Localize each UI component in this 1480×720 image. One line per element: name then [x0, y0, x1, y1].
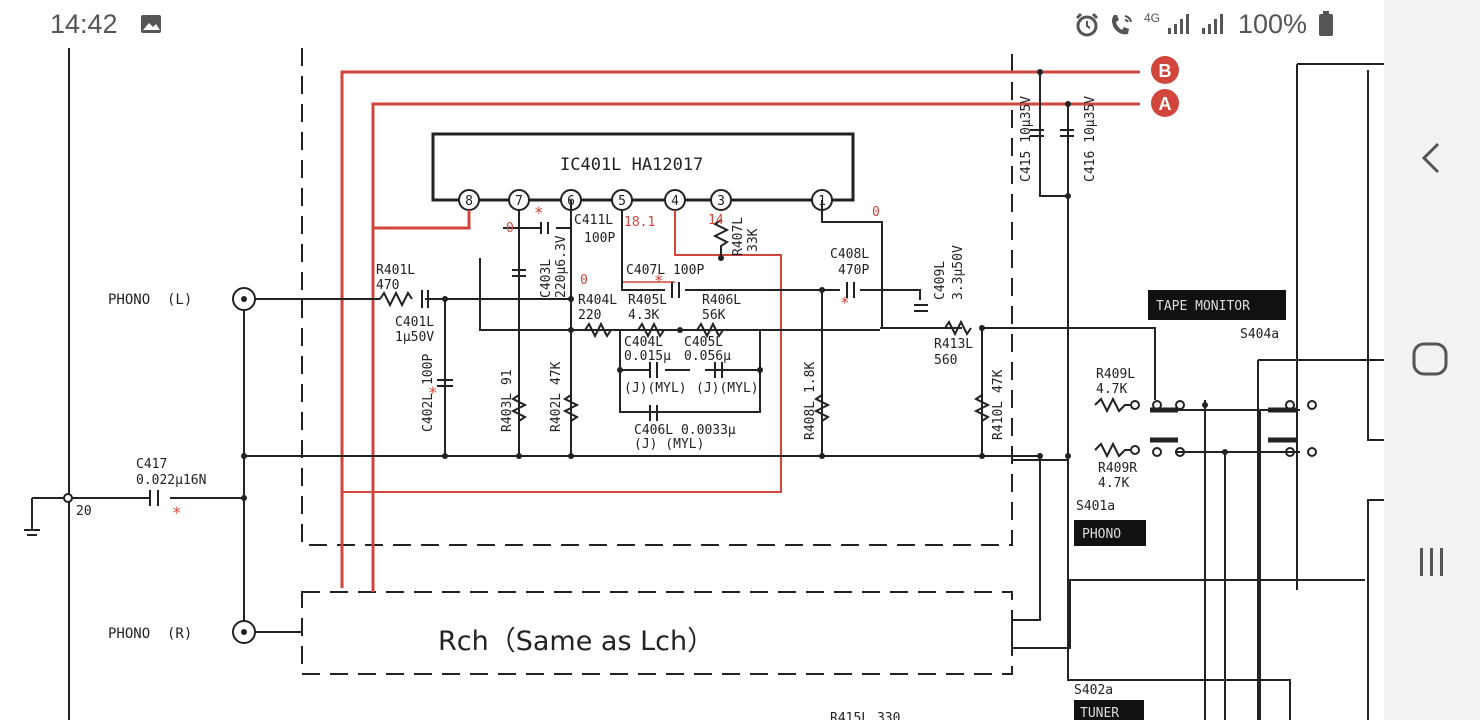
back-icon[interactable] — [1414, 140, 1450, 176]
battery-percent: 100% — [1238, 9, 1308, 39]
wifi-call-icon — [1112, 15, 1132, 35]
svg-text:470P: 470P — [838, 263, 869, 278]
svg-text:R409L: R409L — [1096, 367, 1135, 382]
svg-text:4.7K: 4.7K — [1098, 476, 1129, 491]
alarm-icon — [1075, 12, 1099, 37]
status-bar: 14:42 4G 100% — [0, 0, 1384, 48]
svg-text:(J) (MYL): (J) (MYL) — [634, 437, 704, 452]
home-icon[interactable] — [1410, 340, 1454, 380]
svg-text:0.056μ: 0.056μ — [684, 349, 731, 364]
svg-text:C416 10μ35V: C416 10μ35V — [1083, 96, 1098, 182]
svg-text:33K: 33K — [746, 228, 761, 252]
svg-text:R401L: R401L — [376, 263, 415, 278]
svg-text:R409R: R409R — [1098, 461, 1137, 476]
svg-text:3.3μ50V: 3.3μ50V — [951, 245, 966, 300]
svg-text:4: 4 — [671, 194, 679, 209]
svg-text:14: 14 — [708, 213, 724, 228]
svg-text:A: A — [1159, 94, 1172, 114]
svg-text:*: * — [654, 271, 664, 290]
svg-text:*: * — [534, 203, 544, 222]
svg-text:4.3K: 4.3K — [628, 308, 659, 323]
svg-text:C404L: C404L — [624, 335, 663, 350]
recents-icon[interactable] — [1414, 544, 1450, 580]
svg-text:7: 7 — [515, 194, 523, 209]
svg-text:4.7K: 4.7K — [1096, 382, 1127, 397]
svg-text:R403L 91: R403L 91 — [500, 369, 515, 432]
phono-r-label: PHONO (R) — [108, 626, 192, 642]
svg-text:C406L 0.0033μ: C406L 0.0033μ — [634, 423, 736, 438]
svg-text:470: 470 — [376, 278, 399, 293]
svg-text:C411L: C411L — [574, 213, 613, 228]
svg-text:(J)(MYL): (J)(MYL) — [696, 381, 759, 396]
svg-text:R405L: R405L — [628, 293, 667, 308]
svg-text:C415 10μ35V: C415 10μ35V — [1019, 96, 1034, 182]
component-labels: R401L 470 C401L 1μ50V C402L 100P R403L 9… — [136, 96, 1137, 720]
svg-text:C405L: C405L — [684, 335, 723, 350]
svg-text:S404a: S404a — [1240, 327, 1279, 342]
voltage-labels: 0 18.1 14 0 0 * * * * * — [172, 203, 880, 522]
svg-text:B: B — [1159, 61, 1172, 81]
ic-label: IC401L HA12017 — [560, 155, 703, 175]
svg-text:C417: C417 — [136, 457, 167, 472]
svg-text:R408L 1.8K: R408L 1.8K — [803, 362, 818, 440]
svg-text:R404L: R404L — [578, 293, 617, 308]
svg-text:220μ6.3V: 220μ6.3V — [554, 235, 569, 298]
schematic-diagram: Rch（Same as Lch） IC401L HA12017 8 7 6 5 … — [24, 48, 1384, 720]
svg-text:C408L: C408L — [830, 247, 869, 262]
svg-text:560: 560 — [934, 353, 957, 368]
svg-text:C403L: C403L — [539, 259, 554, 298]
svg-text:C402L 100P: C402L 100P — [421, 354, 436, 432]
svg-text:R406L: R406L — [702, 293, 741, 308]
svg-text:0.022μ16N: 0.022μ16N — [136, 473, 206, 488]
switch-labels: TAPE MONITOR S404a S401a PHONO S402a TUN… — [1074, 290, 1286, 720]
svg-text:S402a: S402a — [1074, 683, 1113, 698]
svg-text:*: * — [172, 503, 182, 522]
svg-text:0.015μ: 0.015μ — [624, 349, 671, 364]
connector-a: A — [1151, 89, 1179, 117]
image-icon — [141, 15, 161, 33]
battery-icon — [1319, 11, 1333, 36]
wiring — [68, 63, 1384, 720]
svg-text:R407L: R407L — [731, 217, 746, 256]
phono-l-label: PHONO (L) — [108, 292, 192, 308]
svg-text:0: 0 — [872, 205, 880, 220]
phono-jack-right — [232, 620, 302, 644]
signal-icon-2 — [1202, 14, 1223, 34]
svg-text:C401L: C401L — [395, 315, 434, 330]
svg-text:C407L 100P: C407L 100P — [626, 263, 704, 278]
svg-text:1μ50V: 1μ50V — [395, 330, 434, 345]
rch-box-label: Rch（Same as Lch） — [438, 626, 714, 657]
svg-text:56K: 56K — [702, 308, 726, 323]
navigation-bar — [1384, 0, 1480, 720]
svg-text:TAPE MONITOR: TAPE MONITOR — [1156, 299, 1250, 314]
svg-text:(J)(MYL): (J)(MYL) — [624, 381, 687, 396]
clock: 14:42 — [50, 9, 118, 39]
svg-text:R415L 330: R415L 330 — [830, 711, 900, 720]
svg-text:R410L 47K: R410L 47K — [991, 369, 1006, 440]
svg-text:5: 5 — [618, 194, 626, 209]
svg-text:C409L: C409L — [933, 261, 948, 300]
component-symbols — [24, 129, 1317, 536]
svg-text:S401a: S401a — [1076, 499, 1115, 514]
connector-b: B — [1151, 56, 1179, 84]
svg-text:220: 220 — [578, 308, 601, 323]
junctions — [63, 69, 1228, 503]
svg-text:PHONO: PHONO — [1082, 527, 1121, 542]
svg-text:3: 3 — [717, 194, 725, 209]
svg-text:18.1: 18.1 — [624, 215, 655, 230]
network-type: 4G — [1144, 11, 1161, 25]
svg-text:*: * — [428, 383, 438, 402]
svg-text:0: 0 — [506, 221, 514, 236]
svg-text:R402L 47K: R402L 47K — [549, 361, 564, 432]
svg-text:R413L: R413L — [934, 337, 973, 352]
svg-text:0: 0 — [580, 273, 588, 288]
svg-text:TUNER: TUNER — [1080, 706, 1119, 720]
svg-text:*: * — [840, 293, 850, 312]
signal-icon — [1168, 14, 1189, 34]
svg-text:100P: 100P — [584, 231, 615, 246]
phono-jack-left — [232, 287, 256, 311]
svg-text:8: 8 — [465, 194, 473, 209]
ground-node-label: 20 — [76, 504, 92, 519]
